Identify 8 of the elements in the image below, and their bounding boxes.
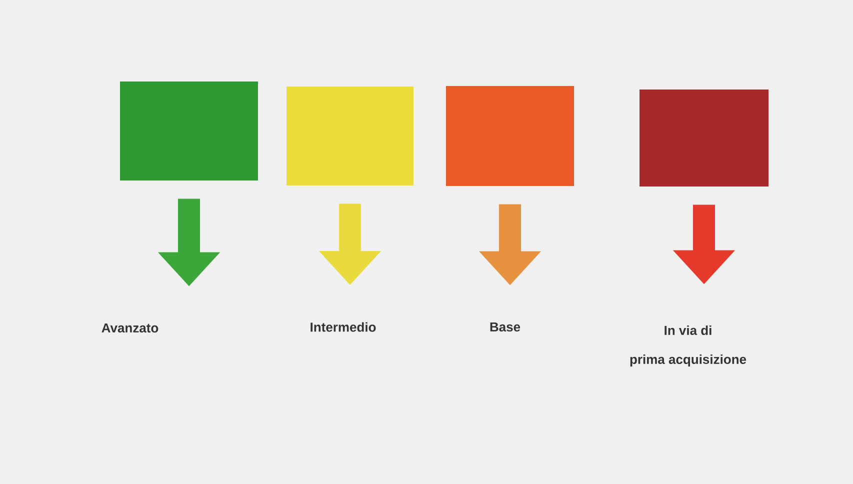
- level-label: Intermedio: [310, 322, 376, 332]
- color-square: [120, 82, 258, 180]
- color-square: [640, 90, 769, 186]
- level-label: In via di prima acquisizione: [630, 325, 746, 367]
- color-square: [286, 86, 414, 186]
- level-label: Avanzato: [102, 323, 158, 333]
- level-label: Base: [490, 322, 520, 332]
- color-square: [446, 86, 574, 186]
